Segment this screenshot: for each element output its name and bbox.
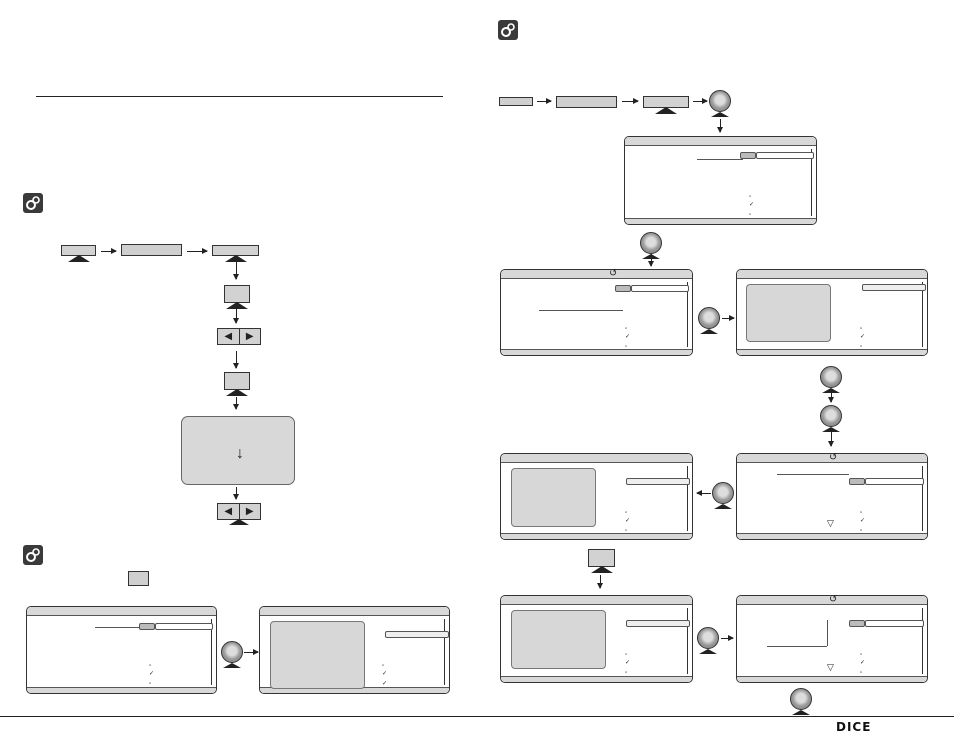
enter-button[interactable] — [212, 245, 259, 256]
enter-button[interactable] — [588, 549, 615, 567]
rotate-arrow-icon: ↺ — [829, 452, 838, 463]
gear-icon — [498, 20, 518, 40]
checkbox[interactable]: ▫ — [149, 663, 152, 669]
flow-arrow — [537, 98, 552, 104]
rotary-knob-icon[interactable] — [640, 232, 662, 254]
checkbox[interactable]: ▫ — [149, 681, 152, 687]
flow-arrow — [722, 315, 735, 321]
setup-button[interactable] — [121, 244, 182, 256]
dice-logo: DICE — [836, 720, 872, 734]
menu-button[interactable] — [499, 97, 533, 106]
checkbox[interactable]: ▫ — [860, 326, 863, 332]
left-arrow-icon[interactable]: ◀ — [224, 331, 233, 342]
checkmark-icon: ✓ — [860, 334, 866, 340]
menu-screen: ▫ ✓ ▫ — [736, 269, 928, 356]
checkmark-icon: ✓ — [749, 202, 755, 208]
checkbox[interactable]: ▫ — [749, 212, 752, 218]
small-button[interactable] — [128, 571, 149, 586]
checkbox[interactable]: ▫ — [625, 652, 628, 658]
checkmark-icon: ✓ — [625, 518, 631, 524]
rotary-knob-icon[interactable] — [698, 307, 720, 329]
checkbox[interactable]: ▫ — [860, 510, 863, 516]
flow-arrow — [233, 351, 239, 369]
flow-arrow — [721, 635, 734, 641]
menu-button[interactable] — [61, 245, 96, 256]
checkbox[interactable]: ▫ — [625, 326, 628, 332]
rotary-knob-icon[interactable] — [820, 405, 842, 427]
flow-arrow — [828, 432, 834, 447]
checkbox[interactable]: ▫ — [625, 670, 628, 676]
checkbox[interactable]: ▫ — [382, 663, 385, 669]
footer-rule — [0, 716, 954, 717]
setup-button[interactable] — [556, 96, 617, 108]
flow-arrow — [717, 119, 723, 133]
checkmark-icon: ✓ — [382, 681, 388, 687]
enter-button[interactable] — [643, 96, 689, 108]
menu-screen: ▫ ✓ ▫ — [26, 606, 217, 694]
left-right-buttons[interactable]: ◀ ▶ — [217, 328, 261, 345]
flow-arrow — [233, 397, 239, 410]
rotary-knob-icon[interactable] — [221, 641, 243, 663]
triangle-icon: ▽ — [827, 662, 834, 672]
menu-screen: ▫ ✓ ▫ — [500, 595, 693, 683]
checkmark-icon: ✓ — [149, 671, 155, 677]
flow-arrow — [244, 649, 259, 655]
flow-arrow — [648, 254, 654, 267]
rotate-arrow-icon: ↺ — [609, 268, 618, 279]
menu-screen: ↺ ▽ ▫ ✓ ▫ — [736, 594, 928, 683]
flow-arrow — [101, 248, 117, 254]
gear-icon — [23, 545, 43, 565]
checkbox[interactable]: ▫ — [625, 528, 628, 534]
checkmark-icon: ✓ — [625, 660, 631, 666]
menu-screen: ▫ ✓ ✓ — [259, 606, 450, 694]
checkbox[interactable]: ▫ — [749, 194, 752, 200]
down-arrow-icon: ↓ — [236, 445, 244, 462]
flow-arrow — [187, 248, 208, 254]
menu-screen: ▫ ✓ ▫ — [624, 136, 817, 225]
checkbox[interactable]: ▫ — [860, 528, 863, 534]
flow-arrow — [597, 575, 603, 589]
flow-arrow — [233, 309, 239, 324]
checkmark-icon: ✓ — [860, 518, 866, 524]
triangle-icon: ▽ — [827, 518, 834, 528]
rotary-knob-icon[interactable] — [790, 688, 812, 710]
menu-screen: ▫ ✓ ▫ — [500, 453, 693, 540]
flow-arrow — [696, 490, 711, 496]
gear-icon — [23, 193, 43, 213]
flow-arrow — [693, 98, 708, 104]
menu-screen: ↺ ▫ ✓ ▫ — [500, 268, 693, 356]
enter-button[interactable] — [224, 372, 250, 390]
left-arrow-icon[interactable]: ◀ — [224, 506, 233, 517]
flow-arrow — [233, 487, 239, 500]
checkbox[interactable]: ▫ — [625, 510, 628, 516]
left-right-buttons[interactable]: ◀ ▶ — [217, 503, 261, 520]
flow-arrow — [828, 389, 834, 403]
flow-arrow — [622, 98, 639, 104]
checkbox[interactable]: ▫ — [860, 670, 863, 676]
menu-screen: ↺ ▽ ▫ ✓ ▫ — [736, 452, 928, 540]
rotate-arrow-icon: ↺ — [829, 594, 838, 605]
rotary-knob-icon[interactable] — [820, 366, 842, 388]
enter-button[interactable] — [224, 285, 250, 303]
checkbox[interactable]: ▫ — [625, 344, 628, 350]
checkmark-icon: ✓ — [382, 671, 388, 677]
section-divider — [36, 96, 443, 97]
rotary-knob-icon[interactable] — [697, 627, 719, 649]
checkbox[interactable]: ▫ — [860, 344, 863, 350]
right-arrow-icon[interactable]: ▶ — [238, 504, 261, 519]
flow-arrow — [233, 262, 239, 280]
checkmark-icon: ✓ — [860, 660, 866, 666]
button-press-indicator — [229, 519, 249, 525]
display-panel: ↓ — [181, 416, 295, 485]
right-arrow-icon[interactable]: ▶ — [238, 329, 261, 344]
rotary-knob-icon[interactable] — [712, 482, 734, 504]
rotary-knob-icon[interactable] — [709, 90, 731, 112]
checkmark-icon: ✓ — [625, 334, 631, 340]
checkbox[interactable]: ▫ — [860, 652, 863, 658]
